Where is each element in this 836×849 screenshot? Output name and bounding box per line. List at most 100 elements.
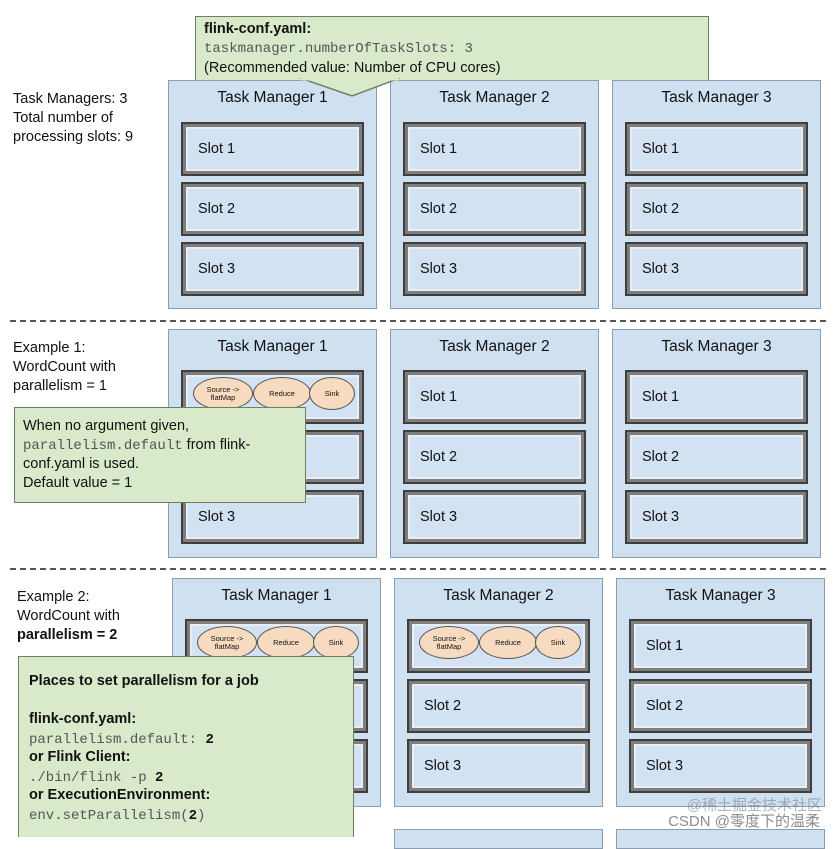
task-manager-title: Task Manager 2 (439, 89, 550, 106)
task-manager-title: Task Manager 1 (221, 587, 332, 604)
operator-reduce: Reduce (253, 377, 311, 410)
task-manager-title: Task Manager 3 (661, 89, 772, 106)
task-manager-3: Task Manager 3 Slot 1 Slot 2 Slot 3 (612, 80, 821, 309)
note1-line2-rest: from flink- (182, 437, 251, 453)
note2-env-line: env.setParallelism(2) (29, 806, 205, 824)
slot: Slot 2 (403, 182, 586, 236)
operator-sink: Sink (309, 377, 355, 410)
slot: Slot 2 (625, 182, 808, 236)
note2-client-label: or Flink Client: (29, 749, 131, 765)
slot: Slot 3 (181, 242, 364, 296)
default-parallelism-note: When no argument given, parallelism.defa… (14, 407, 306, 503)
example1-label: Example 1: WordCount with parallelism = … (13, 339, 116, 396)
example1-title: Example 1: (13, 340, 86, 356)
task-manager-2: Task Manager 2 Slot 1 Slot 2 Slot 3 (390, 80, 599, 309)
slot-label: Slot 3 (424, 758, 462, 774)
example1-desc: WordCount with (13, 359, 116, 375)
slot: Slot 3 (629, 739, 812, 793)
slot: Slot 3 (403, 242, 586, 296)
task-manager-title: Task Manager 2 (443, 587, 554, 604)
slot: Slot 1 (629, 619, 812, 673)
slot-label: Slot 2 (424, 698, 462, 714)
section-divider-1 (10, 320, 826, 322)
task-manager-partial (616, 829, 825, 849)
task-manager-partial (394, 829, 603, 849)
slot-label: Slot 2 (646, 698, 684, 714)
note2-conf-label: flink-conf.yaml: (29, 711, 137, 727)
slot: Slot 1 (403, 122, 586, 176)
note2-conf-code: parallelism.default: (29, 732, 206, 748)
task-manager-2: Task Manager 2 Slot 1 Slot 2 Slot 3 (390, 329, 599, 558)
slot-label: Slot 3 (642, 261, 680, 277)
note2-conf-line: parallelism.default: 2 (29, 730, 214, 748)
note2-client-code: ./bin/flink -p (29, 770, 156, 786)
task-manager-2: Task Manager 2 Source -> flatMap Reduce … (394, 578, 603, 807)
note1-line1: When no argument given, (23, 418, 190, 434)
slot-label: Slot 3 (198, 509, 236, 525)
slot: Slot 2 (625, 430, 808, 484)
slot-label: Slot 1 (646, 638, 684, 654)
task-manager-title: Task Manager 3 (665, 587, 776, 604)
slot-label: Slot 1 (420, 141, 458, 157)
operator-reduce: Reduce (257, 626, 315, 659)
example2-label: Example 2: WordCount with parallelism = … (17, 588, 120, 645)
slot-label: Slot 3 (420, 261, 458, 277)
note2-client-value: 2 (155, 770, 164, 786)
note-recommend: (Recommended value: Number of CPU cores) (204, 60, 501, 76)
slot-label: Slot 1 (642, 141, 680, 157)
operator-source: Source -> flatMap (197, 626, 257, 659)
example2-parallelism: parallelism = 2 (17, 627, 118, 643)
note1-line2: parallelism.default from flink- (23, 437, 250, 454)
slot: Slot 1 (181, 122, 364, 176)
note2-client-line: ./bin/flink -p 2 (29, 768, 163, 786)
slot-label: Slot 3 (420, 509, 458, 525)
section-divider-2 (10, 568, 826, 570)
task-manager-3: Task Manager 3 Slot 1 Slot 2 Slot 3 (616, 578, 825, 807)
note2-env-code-post: ) (197, 808, 206, 824)
slot: Slot 3 (407, 739, 590, 793)
note2-env-value: 2 (188, 808, 198, 824)
label-total-slots-2: processing slots: 9 (13, 129, 134, 145)
slot-label: Slot 3 (198, 261, 236, 277)
watermark-csdn: CSDN @零度下的温柔 (668, 813, 820, 830)
slots-config-note: flink-conf.yaml: taskmanager.numberOfTas… (195, 16, 709, 80)
operator-sink: Sink (313, 626, 359, 659)
slot: Slot 2 (407, 679, 590, 733)
note2-env-label: or ExecutionEnvironment: (29, 787, 211, 803)
note1-line4: Default value = 1 (23, 475, 133, 491)
slot-label: Slot 2 (420, 449, 458, 465)
slot-label: Slot 2 (642, 201, 680, 217)
slot: Slot 2 (403, 430, 586, 484)
slot: Slot 1 (403, 370, 586, 424)
setup-label: Task Managers: 3 Total number of process… (13, 90, 133, 147)
note-title: flink-conf.yaml: (204, 21, 312, 37)
task-manager-1: Task Manager 1 Slot 1 Slot 2 Slot 3 (168, 80, 377, 309)
slot: Slot 3 (625, 490, 808, 544)
slot-label: Slot 3 (642, 509, 680, 525)
slot-label: Slot 1 (198, 141, 236, 157)
watermark-juejin: @稀土掘金技术社区 (686, 797, 822, 814)
task-manager-title: Task Manager 1 (217, 338, 328, 355)
note1-line3: conf.yaml is used. (23, 456, 140, 472)
example2-title: Example 2: (17, 589, 90, 605)
slot-label: Slot 2 (642, 449, 680, 465)
slot-label: Slot 1 (420, 389, 458, 405)
note2-title: Places to set parallelism for a job (29, 673, 259, 689)
slot-label: Slot 2 (198, 201, 236, 217)
slot: Slot 1 (625, 122, 808, 176)
slot: Slot 2 (629, 679, 812, 733)
note1-code: parallelism.default (23, 438, 183, 454)
slot: Slot 1 (625, 370, 808, 424)
slot: Slot 3 (625, 242, 808, 296)
note2-env-code-pre: env.setParallelism( (29, 808, 189, 824)
operator-reduce: Reduce (479, 626, 537, 659)
slot: Slot 2 (181, 182, 364, 236)
label-total-slots-1: Total number of (13, 110, 113, 126)
example1-parallelism: parallelism = 1 (13, 378, 107, 394)
slot: Source -> flatMap Reduce Sink (407, 619, 590, 673)
label-task-managers: Task Managers: 3 (13, 91, 128, 107)
example2-desc: WordCount with (17, 608, 120, 624)
operator-source: Source -> flatMap (193, 377, 253, 410)
slot: Slot 3 (403, 490, 586, 544)
slot-label: Slot 3 (646, 758, 684, 774)
